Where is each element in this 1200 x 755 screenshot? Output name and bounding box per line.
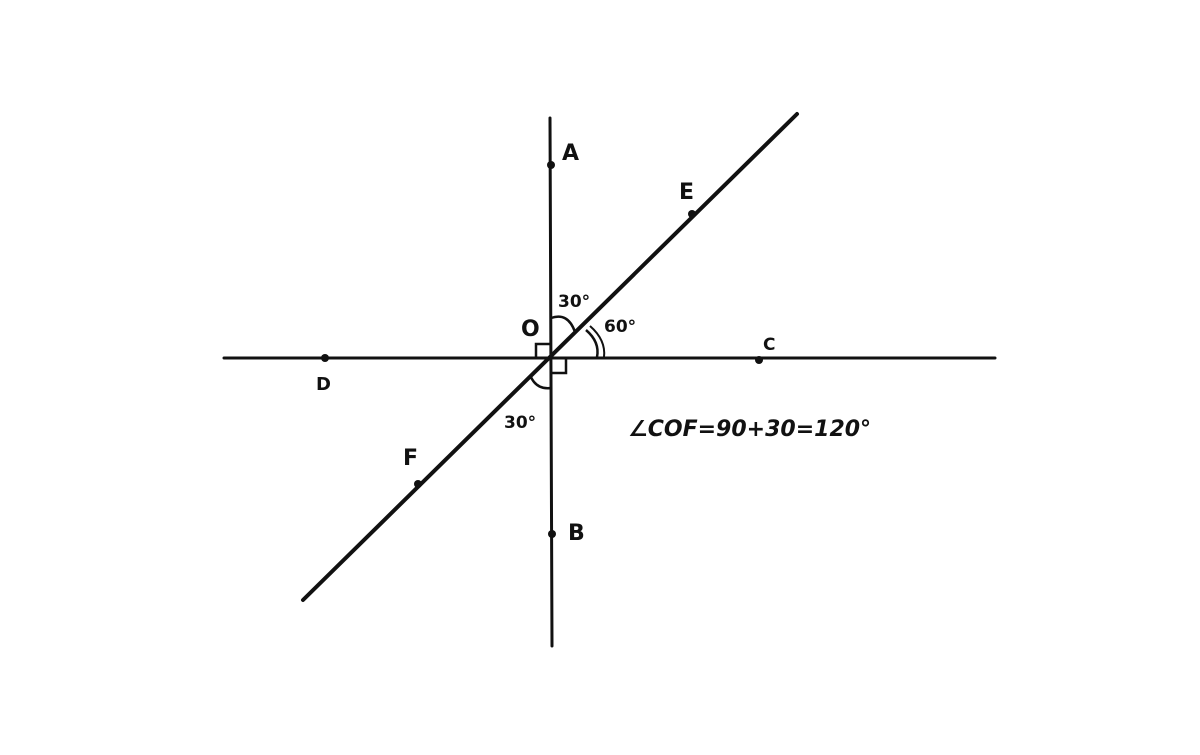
point-f-dot — [414, 480, 422, 488]
point-e-dot — [688, 210, 696, 218]
angle-label-30-top: 30° — [558, 292, 590, 312]
angle-label-60: 60° — [604, 317, 636, 337]
angle-arc-30-bottom — [528, 374, 552, 390]
angle-arc-30-top — [550, 315, 577, 333]
label-c: C — [763, 335, 775, 355]
angle-label-30-bottom: 30° — [504, 413, 536, 433]
line-ef — [301, 112, 799, 602]
point-d-dot — [321, 354, 329, 362]
angle-arc-60 — [585, 329, 599, 358]
label-a: A — [562, 141, 579, 166]
equation-text: ∠COF=90+30=120° — [628, 417, 871, 442]
right-angle-mark-lower-right — [551, 358, 568, 375]
label-o: O — [521, 317, 540, 342]
label-f: F — [403, 446, 418, 471]
line-ab — [548, 116, 554, 648]
label-d: D — [316, 374, 331, 395]
point-c-dot — [755, 356, 763, 364]
point-a-dot — [547, 161, 555, 169]
label-b: B — [568, 521, 585, 546]
angle-arc-60-inner — [589, 325, 606, 358]
point-b-dot — [548, 530, 556, 538]
label-e: E — [679, 180, 694, 205]
right-angle-mark-upper-left — [534, 342, 550, 358]
